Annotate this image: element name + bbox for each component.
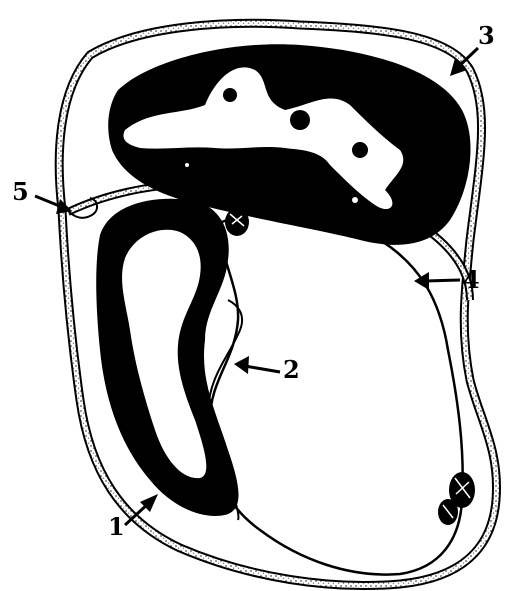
label-4: 4 [463,268,480,292]
label-2: 2 [283,358,300,382]
lower-cell-boundary [210,212,463,574]
label-1: 1 [108,515,125,539]
arrow-2 [234,356,280,374]
arrow-5 [35,196,72,214]
label-3: 3 [478,24,495,48]
mitochondrion [225,208,249,236]
label-5: 5 [12,180,29,204]
arrow-4 [414,272,460,290]
